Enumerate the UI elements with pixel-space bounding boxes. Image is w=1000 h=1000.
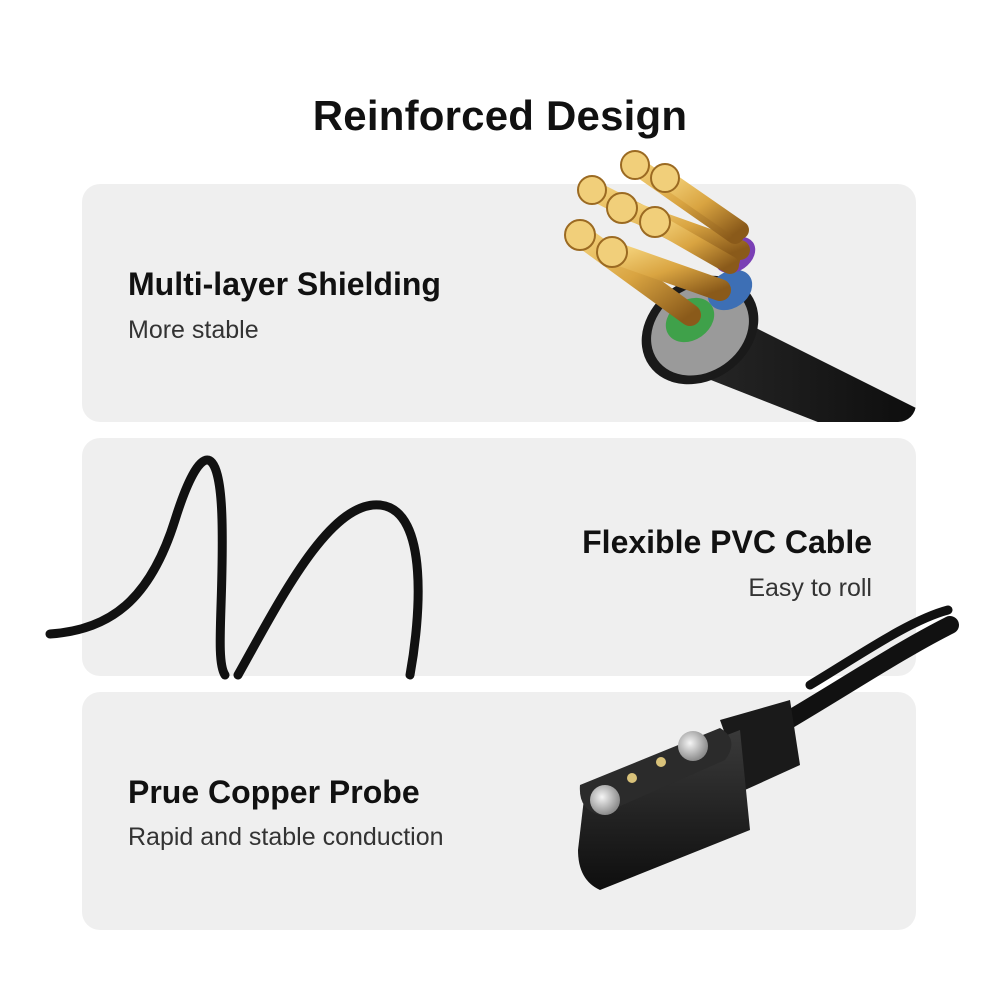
feature-subtext: Rapid and stable conduction xyxy=(128,823,444,851)
feature-heading: Flexible PVC Cable xyxy=(582,524,872,560)
coiled-cable-icon xyxy=(45,455,953,690)
magnetic-charger-probe-icon xyxy=(578,616,959,890)
page-title: Reinforced Design xyxy=(312,92,688,139)
feature-subtext: Easy to roll xyxy=(748,574,872,602)
shielded-cable-core-icon xyxy=(564,150,916,422)
feature-subtext: More stable xyxy=(128,316,259,344)
feature-heading: Multi-layer Shielding xyxy=(128,266,441,302)
feature-heading: Prue Copper Probe xyxy=(128,774,420,810)
